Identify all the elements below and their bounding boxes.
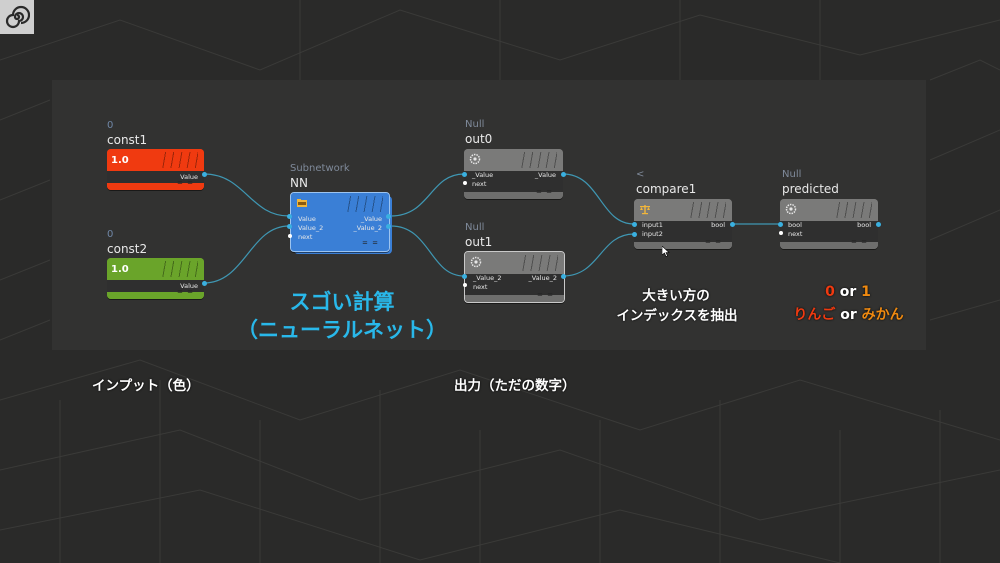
out1-type: Null [465, 222, 485, 233]
out1-node[interactable]: _Value_2 next _Value_2 [464, 251, 565, 303]
compare1-type: < [636, 169, 645, 180]
out0-input-connector[interactable] [462, 172, 467, 177]
out0-out-port: _Value [534, 171, 556, 179]
nn-caption-line2: （ニューラルネット） [237, 318, 447, 342]
out1-next-port: next [473, 283, 488, 291]
compare-caption-line2: インデックスを抽出 [616, 308, 738, 324]
out0-next-connector[interactable] [463, 181, 467, 185]
nn-input-connector-2[interactable] [287, 224, 292, 229]
compare1-in-port-1: input1 [642, 221, 663, 229]
gear-icon [470, 256, 482, 268]
nn-out-port-1: _Value [360, 215, 382, 223]
gear-icon [469, 153, 481, 165]
predicted-value-zero: 0 [825, 284, 835, 300]
nn-output-connector-1[interactable] [386, 214, 391, 219]
const1-name: const1 [107, 133, 148, 147]
nn-out-port-2: _Value_2 [353, 224, 383, 232]
out0-node[interactable]: _Value next _Value [464, 149, 563, 199]
out1-next-connector[interactable] [463, 283, 467, 287]
nn-in-port-next: next [298, 233, 313, 241]
compare1-name: compare1 [636, 182, 697, 196]
scales-icon [640, 205, 650, 215]
predicted-label-apple: りんご [793, 307, 836, 323]
predicted-in-port: bool [788, 221, 802, 229]
predicted-label-orange: みかん [861, 307, 904, 323]
nn-input-connector-1[interactable] [287, 214, 292, 219]
input-label: インプット（色） [92, 378, 200, 394]
predicted-next-connector[interactable] [779, 231, 783, 235]
out1-out-port: _Value_2 [528, 274, 558, 282]
const2-node[interactable]: 1.0 Value [107, 258, 204, 299]
gear-icon [785, 203, 797, 215]
out1-output-connector[interactable] [561, 274, 566, 279]
const2-index: 0 [107, 229, 114, 240]
predicted-output-connector[interactable] [876, 222, 881, 227]
const1-index: 0 [107, 120, 114, 131]
houdini-logo [0, 0, 34, 34]
nn-caption-line1: スゴい計算 [289, 290, 395, 314]
out0-name: out0 [465, 132, 493, 146]
nn-name: NN [290, 176, 308, 190]
predicted-or-2: or [840, 307, 857, 323]
const1-node[interactable]: 1.0 Value [107, 149, 204, 190]
const2-output-connector[interactable] [202, 281, 207, 286]
predicted-type: Null [782, 169, 802, 180]
output-label: 出力（ただの数字） [454, 378, 576, 394]
compare-caption-line1: 大きい方の [642, 288, 710, 304]
const2-out-port: Value [180, 282, 198, 290]
predicted-or-1: or [839, 284, 857, 300]
compare1-input-connector-2[interactable] [632, 232, 637, 237]
predicted-out-port: bool [857, 221, 871, 229]
const1-out-port: Value [180, 173, 198, 181]
const1-output-connector[interactable] [202, 172, 207, 177]
compare1-node[interactable]: input1 input2 bool [634, 199, 732, 249]
predicted-next-port: next [788, 230, 803, 238]
out0-type: Null [465, 119, 485, 130]
mouse-cursor-icon [662, 246, 670, 257]
predicted-caption-line2: りんご or みかん [776, 304, 921, 324]
nn-type: Subnetwork [290, 163, 350, 174]
predicted-caption-line1: 0 or 1 [808, 284, 888, 300]
compare1-in-port-2: input2 [642, 230, 663, 238]
predicted-node[interactable]: bool next bool [780, 199, 878, 249]
compare1-input-connector-1[interactable] [632, 222, 637, 227]
nn-node[interactable]: Value Value_2 next _Value _Value_2 [290, 192, 390, 252]
nn-next-connector[interactable] [288, 234, 292, 238]
out0-output-connector[interactable] [561, 172, 566, 177]
const1-value: 1.0 [111, 154, 129, 166]
predicted-input-connector[interactable] [778, 222, 783, 227]
predicted-value-one: 1 [861, 284, 871, 300]
out1-name: out1 [465, 235, 493, 249]
compare1-out-port: bool [711, 221, 725, 229]
predicted-name: predicted [782, 182, 839, 196]
out0-in-port: _Value [472, 171, 494, 179]
nn-in-port-2: Value_2 [298, 224, 324, 232]
compare1-output-connector[interactable] [730, 222, 735, 227]
out0-next-port: next [472, 180, 487, 188]
nn-in-port-1: Value [298, 215, 316, 223]
out1-in-port: _Value_2 [473, 274, 502, 282]
const2-name: const2 [107, 242, 148, 256]
out1-input-connector[interactable] [462, 274, 467, 279]
nn-output-connector-2[interactable] [386, 224, 391, 229]
const2-value: 1.0 [111, 263, 129, 275]
folder-icon [297, 199, 307, 207]
